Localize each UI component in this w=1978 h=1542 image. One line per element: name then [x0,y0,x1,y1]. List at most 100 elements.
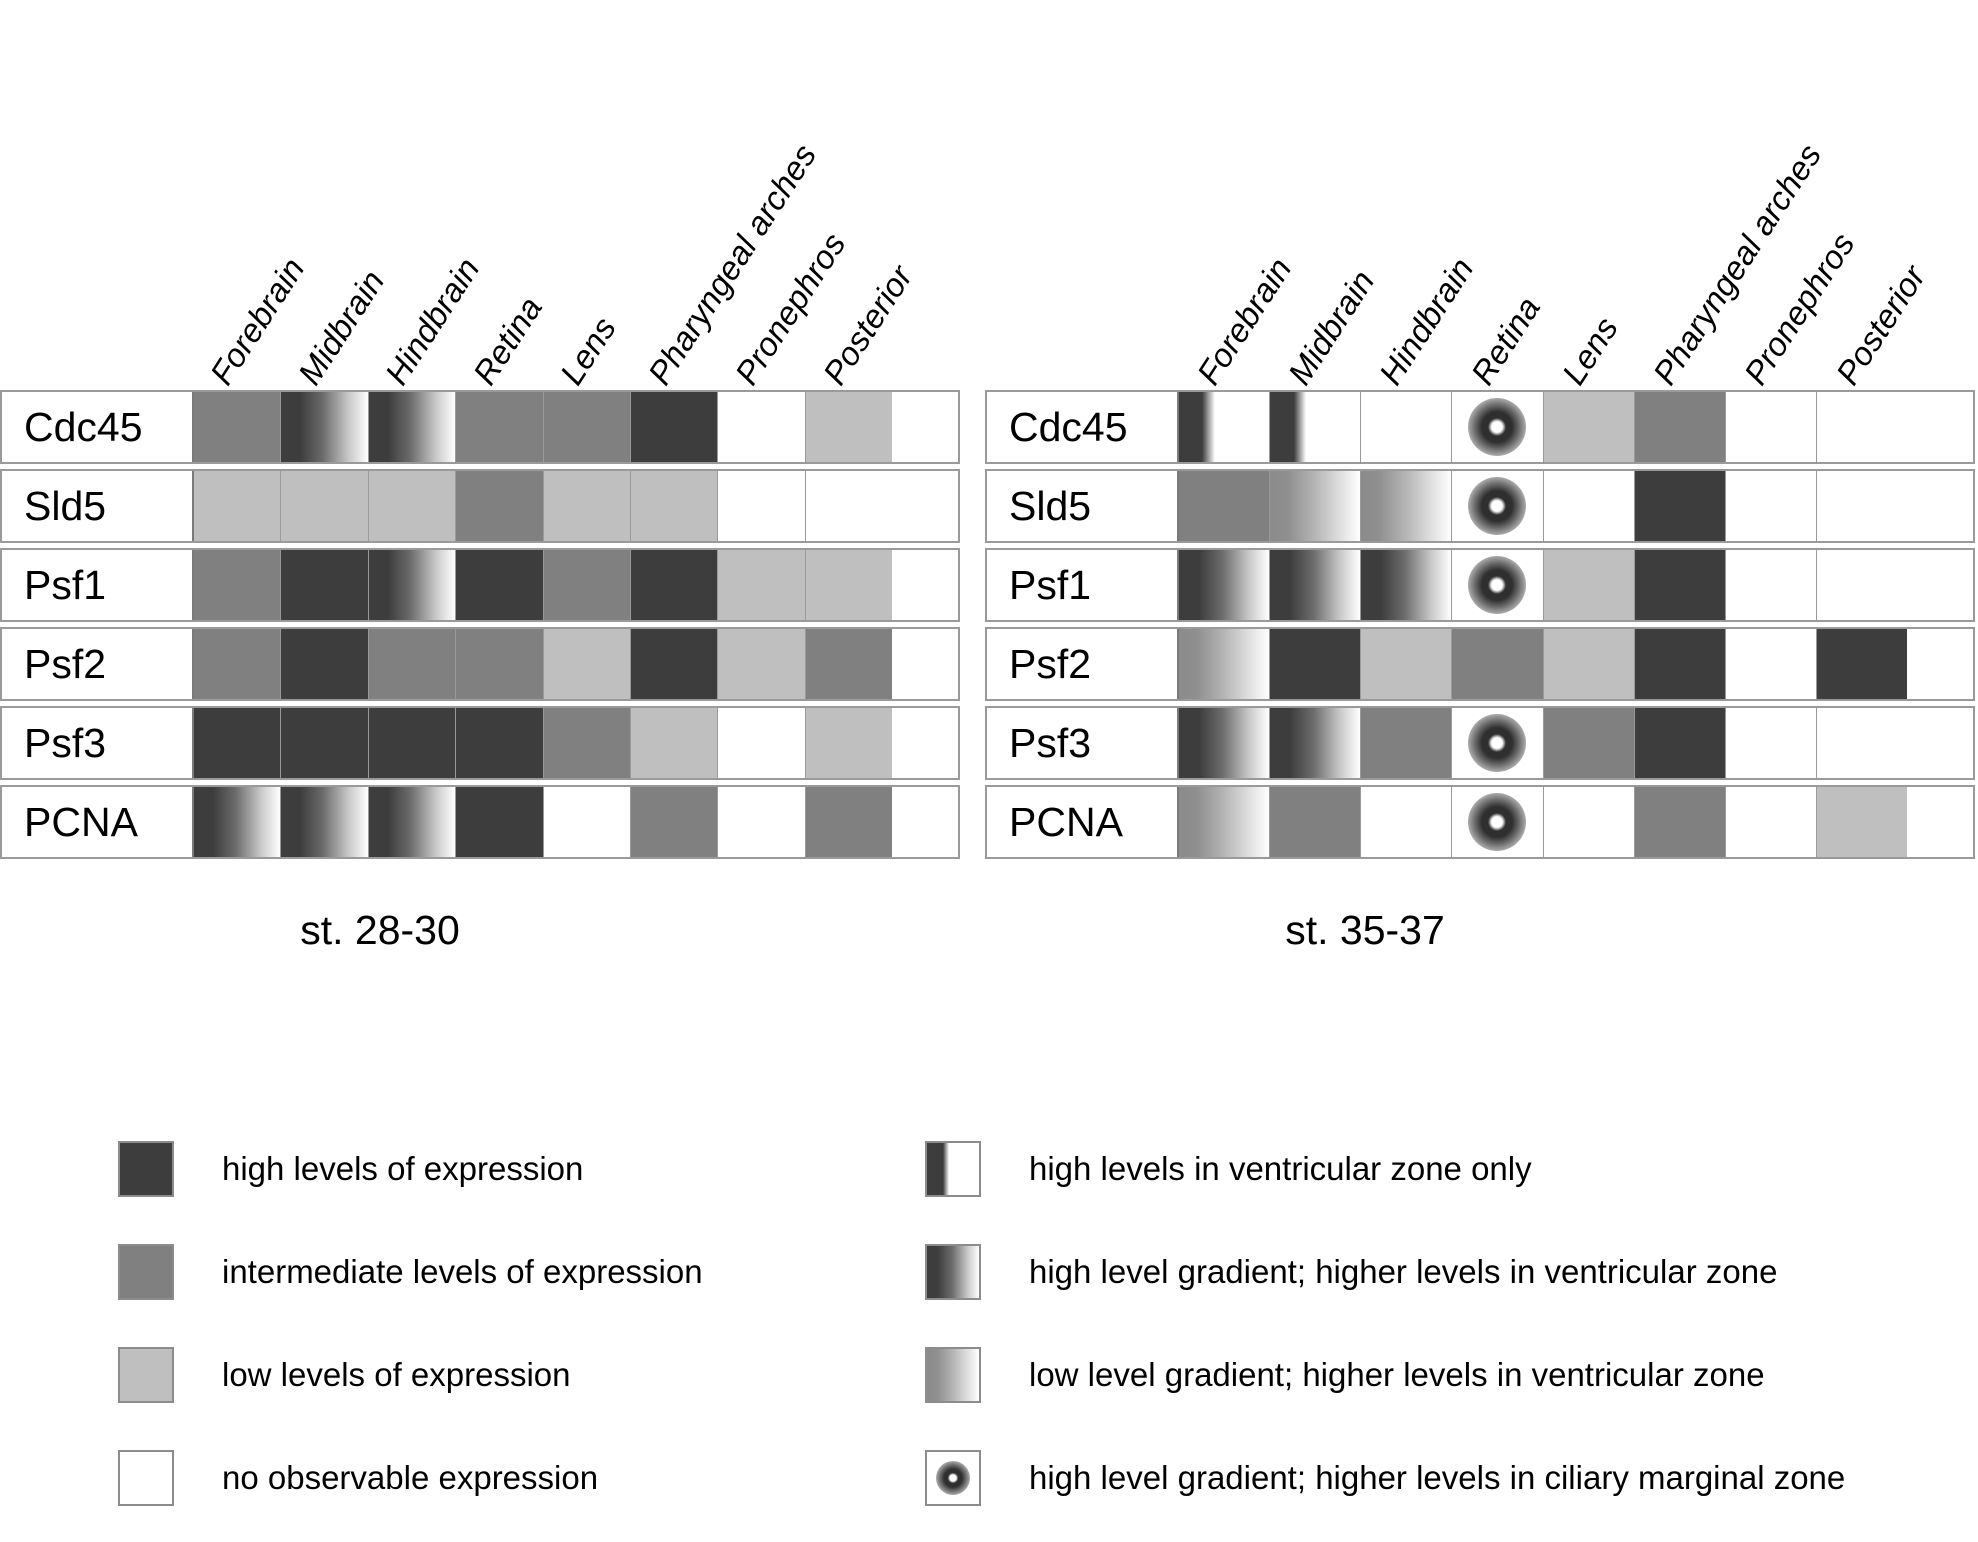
expression-cells [1177,471,1907,541]
expression-cell-pcna-retina [455,787,543,857]
gene-label-pcna: PCNA [2,787,192,857]
legend-label-gradlow: low level gradient; higher levels in ven… [1029,1356,1765,1393]
expression-cell-pcna-forebrain [1177,787,1270,857]
expression-cell-pcna-lens [1542,787,1634,857]
expression-cell-psf2-lens [542,629,630,699]
expression-cell-sld5-retina [1451,471,1543,541]
expression-cell-psf3-posterior [1815,708,1907,778]
legend-label-gradhigh: high level gradient; higher levels in ve… [1029,1253,1778,1290]
expression-cell-cdc45-retina [455,392,543,462]
legend-label-int: intermediate levels of expression [222,1253,703,1290]
gene-label-psf2: Psf2 [987,629,1177,699]
column-header-retina: Retina [1463,289,1547,392]
legend-item-int: intermediate levels of expression [118,1233,878,1311]
expression-cell-psf1-pronephros [1724,550,1816,620]
gene-label-psf1: Psf1 [2,550,192,620]
expression-cell-psf1-retina [1451,550,1543,620]
expression-cell-psf2-hindbrain [1360,629,1452,699]
legend: high levels of expression intermediate le… [0,1130,1978,1506]
expression-cell-cdc45-posterior [1815,392,1907,462]
expression-cell-psf1-hindbrain [1360,550,1452,620]
legend-label-none: no observable expression [222,1459,599,1496]
legend-label-high: high levels of expression [222,1150,584,1187]
expression-cells [192,471,892,541]
expression-cell-psf1-pronephros [717,550,805,620]
column-header-retina: Retina [465,289,549,392]
legend-item-none: no observable expression [118,1439,878,1517]
gene-label-sld5: Sld5 [987,471,1177,541]
expression-cell-cdc45-pronephros [1724,392,1816,462]
expression-cell-cdc45-pharyngeal-arches [1633,392,1725,462]
expression-row: Psf3 [0,706,960,780]
expression-cell-pcna-midbrain [280,787,368,857]
expression-cell-psf3-lens [542,708,630,778]
legend-item-gradhigh: high level gradient; higher levels in ve… [925,1233,1975,1311]
expression-cells [192,708,892,778]
expression-row: PCNA [0,785,960,859]
stage-caption-right: st. 35-37 [1285,907,1445,953]
expression-cell-sld5-midbrain [280,471,368,541]
expression-cell-psf1-midbrain [1269,550,1361,620]
expression-cell-cdc45-retina [1451,392,1543,462]
expression-cell-cdc45-pharyngeal-arches [629,392,718,462]
expression-cells [1177,629,1907,699]
expression-row: Psf2 [985,627,1975,701]
expression-cell-cdc45-forebrain [192,392,281,462]
expression-cell-cdc45-hindbrain [367,392,456,462]
expression-cell-pcna-pharyngeal-arches [629,787,718,857]
expression-cell-psf2-midbrain [280,629,368,699]
expression-cells [1177,787,1907,857]
expression-cell-sld5-hindbrain [1360,471,1452,541]
expression-row: Sld5 [985,469,1975,543]
column-header-pharyngeal-arches: Pharyngeal arches [640,137,823,392]
gene-label-cdc45: Cdc45 [2,392,192,462]
legend-item-gradlow: low level gradient; higher levels in ven… [925,1336,1975,1414]
expression-cell-psf3-lens [1542,708,1634,778]
expression-cell-psf3-hindbrain [1360,708,1452,778]
expression-cell-cdc45-posterior [804,392,892,462]
column-header-lens: Lens [552,310,624,392]
expression-cells [192,787,892,857]
gene-label-psf2: Psf2 [2,629,192,699]
column-header-lens: Lens [1554,310,1625,392]
expression-cell-psf3-hindbrain [367,708,456,778]
gene-label-sld5: Sld5 [2,471,192,541]
expression-row: Psf3 [985,706,1975,780]
expression-cell-cdc45-midbrain [280,392,368,462]
stage-caption-left: st. 28-30 [300,907,460,953]
expression-row: Psf1 [985,548,1975,622]
column-header-midbrain: Midbrain [1280,263,1382,392]
gene-label-psf3: Psf3 [987,708,1177,778]
expression-cell-psf3-midbrain [1269,708,1361,778]
expression-cell-psf2-forebrain [192,629,281,699]
expression-row: Cdc45 [985,390,1975,464]
expression-cell-sld5-forebrain [1177,471,1270,541]
expression-cells [192,550,892,620]
expression-cell-psf3-forebrain [1177,708,1270,778]
legend-swatch-vzonly-icon [925,1141,981,1197]
expression-cell-sld5-pharyngeal-arches [629,471,718,541]
expression-cell-psf3-forebrain [192,708,281,778]
expression-cell-pcna-posterior [804,787,892,857]
expression-cell-sld5-midbrain [1269,471,1361,541]
expression-row: Cdc45 [0,390,960,464]
expression-cell-psf1-pharyngeal-arches [629,550,718,620]
expression-cell-psf3-pronephros [717,708,805,778]
expression-cell-sld5-posterior [1815,471,1907,541]
gene-label-psf3: Psf3 [2,708,192,778]
legend-swatch-cmz-icon [925,1450,981,1506]
expression-cell-sld5-forebrain [192,471,281,541]
expression-cell-psf2-pronephros [1724,629,1816,699]
expression-cells [192,392,892,462]
expression-cell-sld5-lens [542,471,630,541]
expression-cell-psf2-hindbrain [367,629,456,699]
expression-cell-psf2-retina [1451,629,1543,699]
expression-cell-pcna-hindbrain [1360,787,1452,857]
expression-cell-psf1-hindbrain [367,550,456,620]
expression-cells [1177,392,1907,462]
expression-cell-pcna-forebrain [192,787,281,857]
